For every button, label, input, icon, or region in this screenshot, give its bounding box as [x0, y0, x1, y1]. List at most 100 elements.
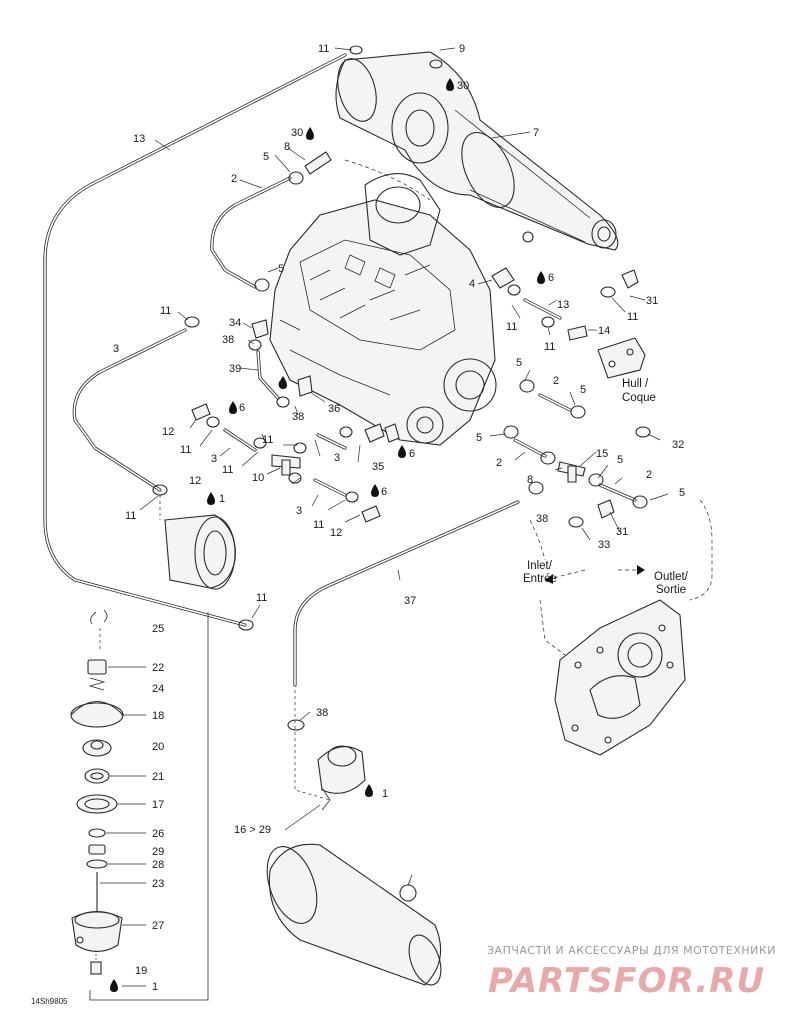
- callout: 11: [125, 510, 136, 522]
- sortie-label: Sortie: [656, 584, 686, 596]
- callout: 3: [113, 343, 119, 355]
- leader-lines: [100, 47, 669, 987]
- clamps: [152, 45, 651, 731]
- watermark: ЗАПЧАСТИ И АКСЕССУАРЫ ДЛЯ МОТОТЕХНИКИ PA…: [487, 944, 776, 1001]
- callout: 11: [262, 434, 273, 446]
- droplet-icon: [110, 979, 118, 992]
- callout: 8: [527, 474, 533, 486]
- callout: 18: [152, 710, 164, 722]
- callout: 38: [222, 334, 234, 346]
- callout: 25: [152, 623, 164, 635]
- droplet-icons: [110, 78, 545, 992]
- callout: 3: [334, 452, 340, 464]
- callout: 32: [672, 439, 684, 451]
- water-box-cylinder: [164, 514, 236, 590]
- callout: 29: [152, 846, 164, 858]
- inlet-label: Inlet/: [527, 560, 553, 572]
- small-resonator: [317, 745, 366, 811]
- droplet-icon: [446, 78, 454, 91]
- callout: 21: [152, 771, 164, 783]
- droplet-icon: [207, 492, 215, 505]
- callout: 14: [598, 325, 610, 337]
- callout: 5: [516, 357, 522, 369]
- callout: 5: [263, 151, 269, 163]
- callout: 6: [409, 448, 415, 460]
- callout: 1: [152, 981, 158, 993]
- callout: 31: [616, 526, 628, 538]
- flow-labels: Hull / Coque Inlet/ Entrée Outlet/ Sorti…: [523, 378, 689, 596]
- droplet-icon: [365, 784, 373, 797]
- callout: 10: [252, 472, 264, 484]
- callout: 2: [496, 457, 502, 469]
- callout: 6: [548, 272, 554, 284]
- callout: 5: [278, 263, 284, 275]
- coque-label: Coque: [622, 392, 656, 404]
- callout: 11: [160, 305, 171, 317]
- callout: 22: [152, 662, 164, 674]
- callout: 5: [580, 384, 586, 396]
- callout: 37: [404, 595, 416, 607]
- valve-stack-exploded: [70, 609, 209, 1001]
- callout: 30: [291, 127, 303, 139]
- callout: 5: [476, 432, 482, 444]
- callout: 27: [152, 920, 164, 932]
- callout: 11: [222, 464, 233, 476]
- callout: 38: [536, 513, 548, 525]
- callout: 5: [679, 487, 685, 499]
- callout: 24: [152, 683, 164, 695]
- callout: 17: [152, 799, 164, 811]
- callout: 20: [152, 741, 164, 753]
- droplet-icon: [398, 445, 406, 458]
- callout: 2: [231, 173, 237, 185]
- callout: 11: [256, 592, 267, 604]
- callout: 3: [211, 453, 217, 465]
- callout: 19: [135, 965, 147, 977]
- tuned-pipe-assembly: [335, 51, 619, 251]
- callout: 39: [229, 363, 241, 375]
- callout: 7: [533, 127, 539, 139]
- callout: 11: [544, 341, 555, 353]
- callout: 38: [316, 707, 328, 719]
- droplet-icon: [371, 484, 379, 497]
- callout: 34: [229, 317, 241, 329]
- callout: 33: [598, 539, 610, 551]
- watermark-tagline: ЗАПЧАСТИ И АКСЕССУАРЫ ДЛЯ МОТОТЕХНИКИ: [487, 944, 776, 957]
- hull-label: Hull /: [622, 378, 649, 390]
- callout: 2: [646, 469, 652, 481]
- callout: 9: [459, 43, 465, 55]
- droplet-icon: [537, 271, 545, 284]
- callout: 6: [239, 402, 245, 414]
- callout: 30: [457, 80, 469, 92]
- muffler-16: [266, 843, 442, 986]
- droplet-icon: [306, 127, 314, 140]
- callout: 1: [219, 493, 225, 505]
- callout-labels: 11 9 30 13 30 7 8 5 2 5 4 6 13 11 11 14 …: [113, 43, 685, 993]
- callout: 12: [189, 475, 201, 487]
- entree-label: Entrée: [523, 573, 557, 585]
- callout: 3: [296, 505, 302, 517]
- callout: 11: [318, 43, 329, 55]
- callout: 1: [382, 788, 388, 800]
- callout: 6: [381, 486, 387, 498]
- callout: 11: [313, 519, 324, 531]
- callout: 23: [152, 878, 164, 890]
- callout: 35: [372, 461, 384, 473]
- callout: 36: [328, 403, 340, 415]
- callout: 16 > 29: [234, 824, 271, 836]
- outlet-fitting-plate: [539, 599, 686, 756]
- callout: 13: [557, 299, 569, 311]
- callout: 11: [180, 444, 191, 456]
- engine-block: [269, 173, 497, 446]
- callout: 11: [506, 321, 517, 333]
- callout: 26: [152, 828, 164, 840]
- diagram-code: 14Sh9805: [31, 997, 68, 1006]
- callout: 28: [152, 859, 164, 871]
- fittings: [191, 151, 639, 523]
- droplet-icon: [229, 401, 237, 414]
- callout: 5: [617, 454, 623, 466]
- callout: 4: [469, 278, 475, 290]
- callout: 12: [330, 527, 342, 539]
- hoses: [43, 53, 713, 801]
- droplet-icon: [279, 376, 287, 389]
